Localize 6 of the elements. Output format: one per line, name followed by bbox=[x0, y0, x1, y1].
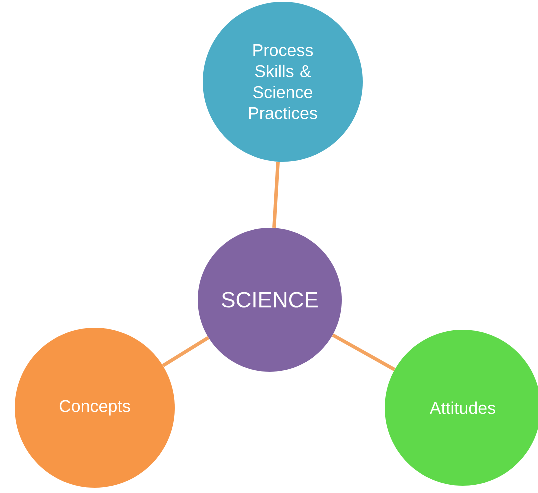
connector-line bbox=[272, 162, 280, 228]
circle-node: Process Skills & Science Practices bbox=[203, 2, 363, 162]
circle-node: SCIENCE bbox=[198, 228, 342, 372]
connector-line bbox=[332, 334, 396, 372]
connector-line bbox=[162, 336, 210, 368]
circle-node: Concepts bbox=[15, 328, 175, 488]
